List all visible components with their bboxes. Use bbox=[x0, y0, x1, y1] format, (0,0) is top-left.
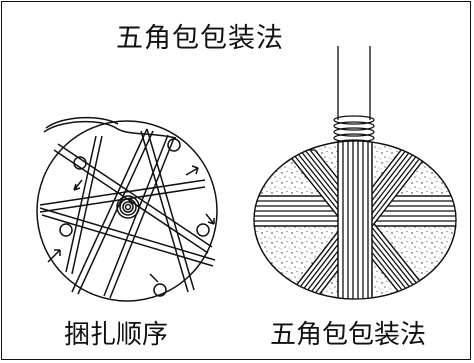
diagram-title: 五角包包装法 bbox=[116, 23, 284, 54]
string-end bbox=[43, 120, 177, 139]
direction-arrows bbox=[47, 165, 215, 283]
strap-bands bbox=[254, 141, 456, 299]
rope-handle bbox=[337, 46, 371, 120]
left-caption: 捆扎顺序 bbox=[64, 320, 169, 350]
pentagram-straps bbox=[39, 128, 216, 299]
ball-outline bbox=[36, 120, 218, 302]
binding-order-figure bbox=[36, 116, 218, 302]
loop bbox=[73, 156, 87, 170]
wrapped-ball-figure bbox=[253, 46, 457, 300]
center-spiral bbox=[116, 195, 140, 219]
right-caption: 五角包包装法 bbox=[270, 320, 427, 350]
